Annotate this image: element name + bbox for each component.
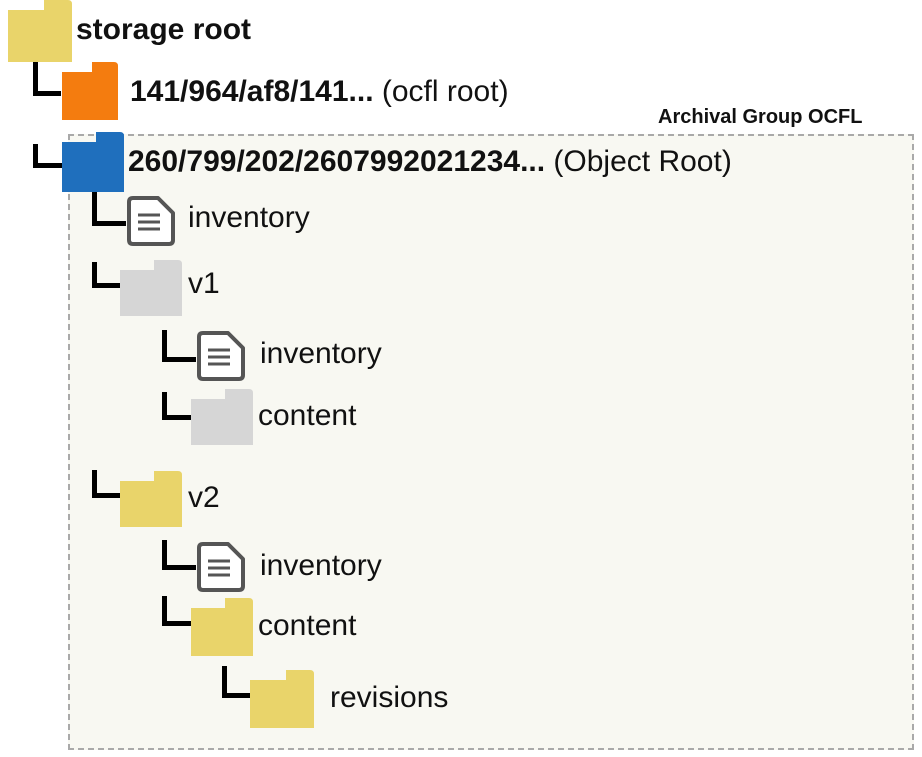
object-root-label: 260/799/202/2607992021234... (Object Roo… [128, 144, 732, 180]
object-root-path: 260/799/202/2607992021234... [128, 145, 546, 178]
inventory-label: inventory [188, 201, 310, 234]
v1-label: v1 [188, 267, 220, 300]
tree-connector [92, 470, 120, 498]
storage-root-text: storage root [76, 13, 252, 46]
object-root-folder-icon [62, 132, 124, 192]
ocfl-root-path: 141/964/af8/141... [130, 75, 374, 108]
v2-content-label: content [258, 609, 357, 642]
tree-connector [162, 392, 192, 420]
tree-connector [92, 262, 120, 288]
storage-root-label: storage root [76, 12, 251, 48]
v2-content-folder-icon [191, 598, 253, 656]
v2-inventory-label: inventory [260, 549, 382, 582]
v1-content-folder-icon [191, 389, 253, 445]
ocfl-root-suffix: (ocfl root) [381, 75, 509, 108]
document-icon [124, 195, 178, 247]
v1-content-label: content [258, 399, 357, 432]
tree-connector [222, 666, 252, 698]
archival-group-label: Archival Group OCFL [658, 106, 863, 128]
tree-connector [33, 62, 61, 96]
ocfl-root-folder-icon [62, 62, 118, 120]
v1-folder-icon [120, 260, 182, 316]
v2-folder-icon [120, 471, 182, 527]
v2-label: v2 [188, 481, 220, 514]
tree-connector [162, 596, 192, 626]
v1-inventory-label: inventory [260, 337, 382, 370]
document-icon [194, 541, 248, 593]
document-icon [194, 330, 248, 382]
tree-connector [162, 540, 196, 570]
tree-connector [33, 144, 63, 168]
tree-connector [92, 192, 126, 226]
object-root-suffix: (Object Root) [553, 145, 732, 178]
revisions-label: revisions [330, 681, 449, 714]
storage-root-folder-icon [8, 0, 72, 62]
tree-connector [162, 330, 196, 362]
ocfl-root-label: 141/964/af8/141... (ocfl root) [130, 74, 509, 110]
revisions-folder-icon [250, 670, 314, 728]
